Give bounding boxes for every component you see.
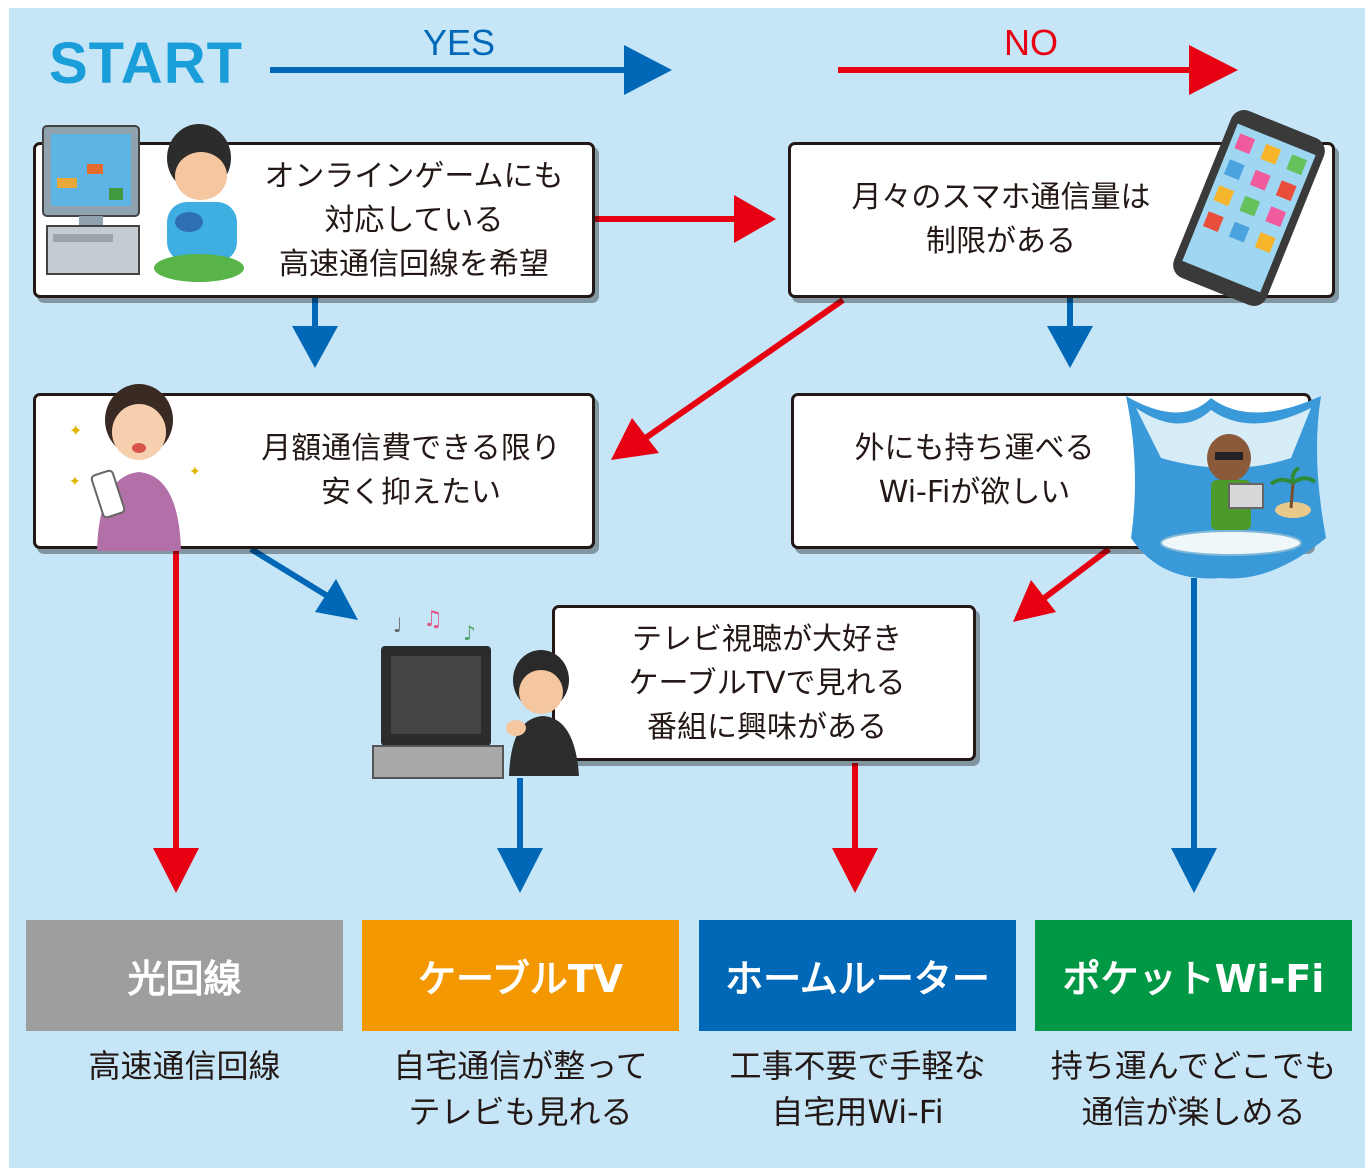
question-smartphone-limit-text: 月々のスマホ通信量は 制限がある [851,180,1151,259]
question-tv-viewing: テレビ視聴が大好き ケーブルTVで見れる 番組に興味がある [552,605,976,761]
legend-no-arrow [838,45,1238,95]
result-hikari-desc: 高速通信回線 [88,1047,281,1085]
arrow-q4-to-pocket [1171,578,1217,893]
arrow-q5-to-homerouter [832,763,878,893]
question-online-game-text: オンラインゲームにも 対応している 高速通信回線を希望 [264,159,564,282]
result-hikari: 光回線 [26,920,343,1031]
arrow-q3-to-hikari [153,548,199,893]
svg-text:✦: ✦ [69,474,81,490]
svg-text:✦: ✦ [69,421,82,440]
flow-arrows [153,45,1238,893]
arrow-q4-to-q5 [1013,546,1111,622]
gamer-at-computer-icon [42,124,244,282]
arrow-q1-to-q2 [595,195,776,243]
legend-yes-arrow [270,45,672,95]
smartphone-icon [1173,110,1325,306]
result-pocket-wifi-title: ポケットWi-Fi [1062,957,1325,1001]
question-monthly-cost-text: 月額通信費できる限り 安く抑えたい [261,431,561,510]
question-portable-wifi-text: 外にも持ち運べる Wi-Fiが欲しい [854,431,1095,510]
question-tv-viewing-text: テレビ視聴が大好き ケーブルTVで見れる 番組に興味がある [628,622,906,745]
flowchart-canvas: START YES NO オンラインゲームにも 対応している 高速通信回線を希望… [9,8,1365,1168]
svg-text:✦: ✦ [189,464,201,480]
surfer-with-laptop-icon [1126,396,1326,579]
result-cable-tv: ケーブルTV [362,920,679,1031]
svg-text:♫: ♫ [423,607,443,632]
result-pocket-wifi-desc: 持ち運んでどこでも 通信が楽しめる [1050,1047,1337,1131]
result-home-router-title: ホームルーター [725,957,990,1001]
arrow-q2-to-q4 [1047,298,1093,368]
arrow-q1-to-q3 [292,298,338,368]
start-label: START [49,31,244,96]
svg-text:♩: ♩ [393,613,402,637]
man-watching-tv-icon: ♩ ♫ ♪ [372,607,579,779]
yes-label: YES [423,22,496,63]
result-cable-tv-title: ケーブルTV [417,957,624,1001]
result-cable-tv-desc: 自宅通信が整って テレビも見れる [393,1047,648,1131]
svg-text:♪: ♪ [463,621,476,645]
arrow-q5-to-cable [497,778,543,893]
result-pocket-wifi: ポケットWi-Fi [1035,920,1352,1031]
result-home-router-desc: 工事不要で手軽な 自宅用Wi-Fi [729,1047,986,1131]
arrow-q2-to-q3 [611,297,845,460]
result-hikari-title: 光回線 [127,957,242,1001]
no-label: NO [1004,22,1058,63]
woman-with-remote-icon: ✦ ✦ ✦ [69,384,201,551]
arrow-q3-to-q5 [249,546,358,620]
result-home-router: ホームルーター [699,920,1016,1031]
